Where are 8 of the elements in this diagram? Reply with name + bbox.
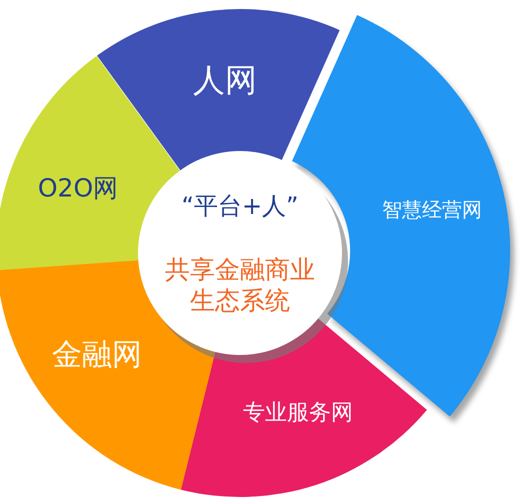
segment-label: 金融网 [52, 336, 142, 374]
center-text: 共享金融商业生态系统 [164, 254, 316, 316]
segment-label: O2O网 [38, 172, 118, 204]
segment-label: 专业服务网 [242, 399, 353, 427]
segment-label: 人网 [192, 60, 257, 100]
ring-segment [180, 316, 427, 497]
center-text: “平台+人” [182, 191, 298, 221]
segment-label: 智慧经营网 [382, 197, 482, 222]
